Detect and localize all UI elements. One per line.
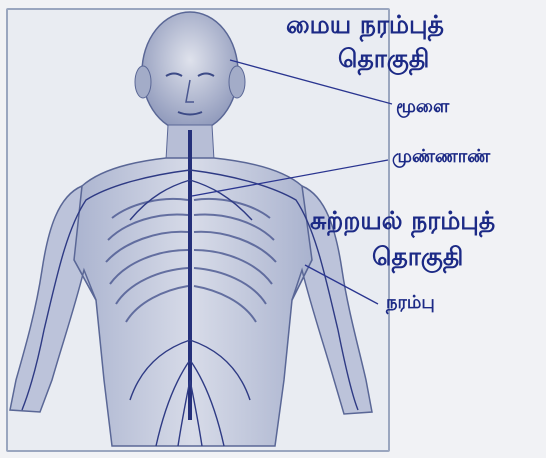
right-ear-shape	[229, 66, 245, 98]
spinal-cord-label: முண்ணாண்	[392, 148, 490, 166]
left-ear-shape	[135, 66, 151, 98]
central-nervous-system-label-line1: மைய நரம்புத்	[286, 12, 444, 37]
central-nervous-system-label-line2: தொகுதி	[338, 46, 429, 71]
brain-label: மூளை	[396, 98, 449, 116]
peripheral-nervous-system-label-line2: தொகுதி	[372, 244, 463, 269]
nerve-label: நரம்பு	[386, 294, 435, 312]
peripheral-nervous-system-label-line1: சுற்றயல் நரம்புத்	[310, 208, 495, 233]
torso-shape	[72, 158, 313, 446]
